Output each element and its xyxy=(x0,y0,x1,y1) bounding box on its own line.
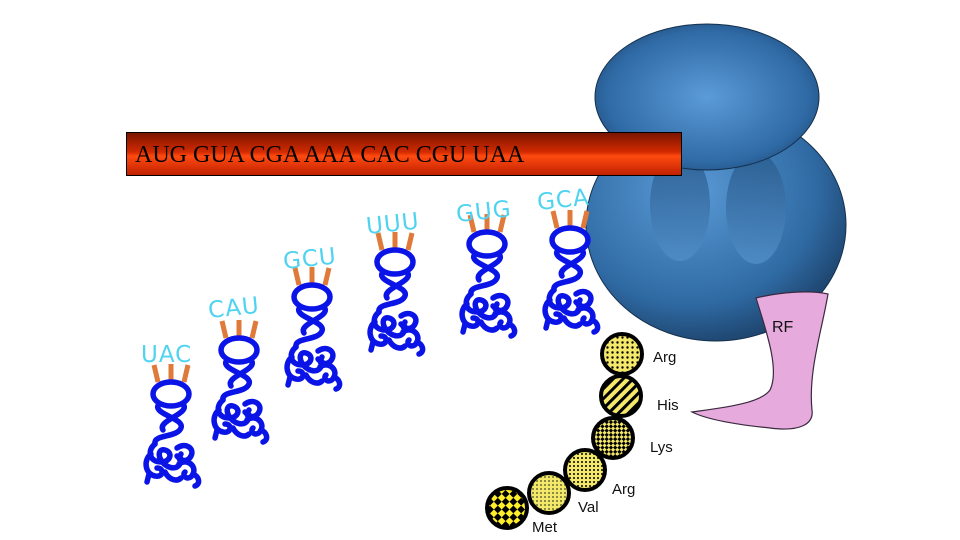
trna-3: GCU xyxy=(282,243,340,389)
amino-acid-his xyxy=(599,374,643,418)
trna-5: GUG xyxy=(455,196,515,336)
amino-acid-lys xyxy=(591,416,635,460)
amino-acid-label: Val xyxy=(578,499,599,516)
mrna-strand: AUG GUA CGA AAA CAC CGU UAA xyxy=(126,132,682,176)
trna-anticodon: GCA xyxy=(536,185,591,216)
polypeptide-chain xyxy=(485,332,644,530)
mrna-sequence: AUG GUA CGA AAA CAC CGU UAA xyxy=(135,142,525,168)
trna-6: GCA xyxy=(536,185,598,332)
trna-2: CAU xyxy=(207,293,267,442)
trna-anticodon: UAC xyxy=(141,342,192,368)
amino-acid-val xyxy=(527,471,571,515)
amino-acid-label: Arg xyxy=(612,481,635,498)
trna-1: UAC xyxy=(141,342,199,486)
trna-anticodon: CAU xyxy=(207,293,261,324)
trna-anticodon: UUU xyxy=(365,209,421,240)
trna-anticodon: GCU xyxy=(282,243,338,274)
ribosome-a-site xyxy=(726,152,786,264)
trna-4: UUU xyxy=(365,209,423,354)
release-factor-label: RF xyxy=(772,319,794,336)
amino-acid-label: Arg xyxy=(653,349,676,366)
amino-acid-arg-2 xyxy=(563,448,607,492)
amino-acid-label: His xyxy=(657,397,679,414)
amino-acid-label: Met xyxy=(532,519,558,536)
ribosome-p-site xyxy=(650,149,710,261)
amino-acid-label: Lys xyxy=(650,439,673,456)
amino-acid-met xyxy=(485,486,529,530)
trna-anticodon: GUG xyxy=(455,196,513,228)
amino-acid-arg-1 xyxy=(600,332,644,376)
release-factor-shape xyxy=(690,291,829,430)
